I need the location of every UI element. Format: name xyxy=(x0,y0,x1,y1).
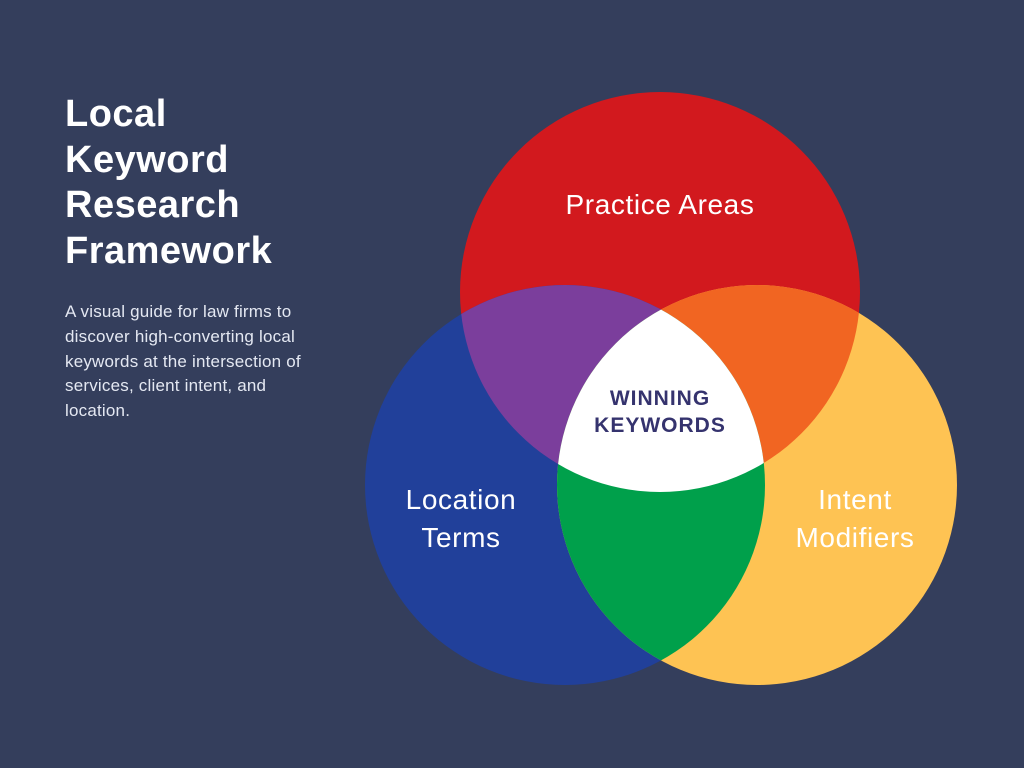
page-description: A visual guide for law firms to discover… xyxy=(65,302,301,420)
label-winning-keywords: WINNING KEYWORDS xyxy=(594,387,726,437)
label-intent-modifiers: Intent Modifiers xyxy=(795,484,915,553)
intro-panel: Local Keyword Research Framework A visua… xyxy=(65,92,335,424)
label-location-terms: Location Terms xyxy=(405,484,517,553)
page-title: Local Keyword Research Framework xyxy=(65,93,273,272)
label-practice-areas: Practice Areas xyxy=(565,189,755,220)
